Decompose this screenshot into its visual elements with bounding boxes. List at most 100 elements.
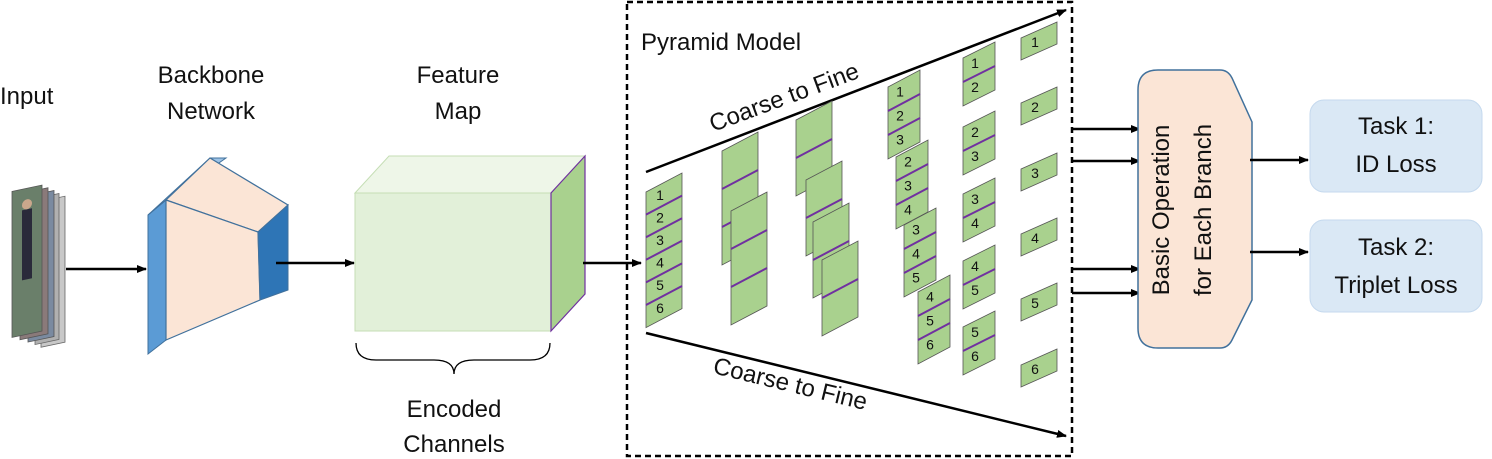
basic-operation-label-line2: for Each Branch bbox=[1190, 124, 1217, 296]
stripe-6-1: 1 bbox=[1020, 21, 1058, 61]
stripe-number: 4 bbox=[971, 258, 979, 274]
stripe-divider bbox=[895, 163, 929, 182]
stripe-divider bbox=[917, 322, 951, 341]
stripe-group-4c: 345 bbox=[903, 207, 937, 298]
stripe-divider bbox=[805, 198, 843, 219]
stripe-number: 4 bbox=[656, 255, 664, 271]
stripe-divider bbox=[903, 255, 937, 274]
stripe-divider bbox=[730, 229, 768, 250]
encoded-channels-brace bbox=[355, 342, 551, 375]
stripe-divider bbox=[645, 194, 683, 216]
stripe-number: 1 bbox=[971, 55, 979, 71]
stripe-number: 3 bbox=[971, 191, 979, 207]
stripe-group-5a: 12 bbox=[962, 41, 996, 107]
stripe-number: 4 bbox=[1031, 230, 1039, 246]
stripe-divider bbox=[645, 217, 683, 239]
stripe-number: 2 bbox=[971, 124, 979, 140]
stripe-part bbox=[887, 69, 921, 160]
input-image-stack bbox=[11, 184, 66, 348]
stripe-divider bbox=[917, 298, 951, 317]
stripe-number: 3 bbox=[896, 132, 904, 148]
stripe-number: 2 bbox=[1031, 99, 1039, 115]
stripe-group-2b bbox=[730, 191, 768, 326]
stripe-divider bbox=[962, 134, 996, 152]
stripe-group-1: 1 2 3 4 5 6 bbox=[645, 172, 683, 329]
stripe-divider bbox=[962, 268, 996, 286]
stripe-number: 3 bbox=[912, 222, 920, 238]
stripe-part bbox=[917, 274, 951, 365]
stripe-number: 1 bbox=[896, 84, 904, 100]
stripe-group-4d: 4 5 6 bbox=[917, 274, 951, 365]
stripe-divider bbox=[645, 239, 683, 261]
stripe-number: 5 bbox=[656, 277, 664, 293]
stripe-number: 1 bbox=[1031, 34, 1039, 50]
stripe-6-4: 4 bbox=[1020, 217, 1058, 257]
stripe-group-5d: 45 bbox=[962, 244, 996, 310]
stripe-number: 6 bbox=[1031, 361, 1039, 377]
stripe-number: 5 bbox=[1031, 295, 1039, 311]
coarse-to-fine-bottom-arrow bbox=[645, 331, 1067, 438]
basic-operation-label-line1: Basic Operation bbox=[1148, 125, 1175, 296]
encoded-label-line1: Encoded bbox=[407, 396, 502, 423]
stripe-divider bbox=[645, 285, 683, 306]
stripe-number: 4 bbox=[926, 289, 934, 305]
encoded-label-line2: Channels bbox=[403, 431, 504, 458]
stripe-group-4a: 123 bbox=[887, 69, 921, 160]
backbone-label-line2: Network bbox=[167, 98, 256, 125]
stripe-divider bbox=[962, 334, 996, 352]
task2-label-line1: Task 2: bbox=[1358, 234, 1434, 261]
stripe-part bbox=[1020, 282, 1058, 322]
stripe-number: 5 bbox=[912, 270, 920, 286]
stripe-number: 2 bbox=[971, 79, 979, 95]
stripe-group-5c: 34 bbox=[962, 177, 996, 243]
backbone-label-line1: Backbone bbox=[158, 62, 265, 89]
stripe-group-5e: 56 bbox=[962, 310, 996, 376]
stripe-number: 6 bbox=[971, 348, 979, 364]
stripe-divider bbox=[962, 65, 996, 83]
task2-box bbox=[1309, 219, 1483, 313]
stripe-divider bbox=[812, 240, 850, 261]
pyramid-model-frame bbox=[625, 0, 1074, 458]
stripe-part bbox=[1020, 86, 1058, 126]
stripe-divider bbox=[903, 231, 937, 250]
input-label: Input bbox=[0, 83, 54, 110]
stripe-part bbox=[730, 191, 768, 326]
stripe-number: 6 bbox=[926, 337, 934, 353]
stripe-number: 5 bbox=[926, 313, 934, 329]
stripe-divider bbox=[895, 187, 929, 206]
stripe-number: 5 bbox=[971, 282, 979, 298]
stripe-number: 5 bbox=[971, 324, 979, 340]
stripe-part bbox=[1020, 217, 1058, 257]
pyramid-model-title: Pyramid Model bbox=[641, 29, 801, 56]
stripe-group-5b: 23 bbox=[962, 110, 996, 176]
stripe-number: 1 bbox=[656, 187, 664, 203]
task1-label-line1: Task 1: bbox=[1358, 113, 1434, 140]
stripe-group-4b: 234 bbox=[895, 139, 929, 230]
stripe-part bbox=[1020, 348, 1058, 388]
stripe-divider bbox=[887, 93, 921, 112]
stripe-number: 6 bbox=[656, 300, 664, 316]
task1-box bbox=[1309, 99, 1483, 193]
stripe-divider bbox=[821, 278, 859, 299]
stripe-part bbox=[1020, 21, 1058, 61]
stripe-number: 4 bbox=[971, 215, 979, 231]
stripe-divider bbox=[795, 138, 833, 159]
stripe-divider bbox=[887, 117, 921, 136]
feature-label-line1: Feature bbox=[417, 62, 500, 89]
coarse-to-fine-top-arrow bbox=[645, 8, 1067, 174]
task1-label-line2: ID Loss bbox=[1355, 151, 1436, 178]
coarse-to-fine-bottom-label: Coarse to Fine bbox=[711, 353, 870, 416]
stripe-divider bbox=[962, 201, 996, 219]
stripe-number: 3 bbox=[1031, 165, 1039, 181]
basic-operation-block bbox=[1137, 69, 1253, 349]
stripe-6-2: 2 bbox=[1020, 86, 1058, 126]
stripe-number: 2 bbox=[656, 209, 664, 225]
stripe-divider bbox=[730, 267, 768, 288]
stripe-6-5: 5 bbox=[1020, 282, 1058, 322]
stripe-number: 3 bbox=[656, 232, 664, 248]
feature-map-cuboid bbox=[353, 154, 587, 333]
backbone-network-shape bbox=[147, 157, 290, 356]
stripe-number: 2 bbox=[904, 154, 912, 170]
